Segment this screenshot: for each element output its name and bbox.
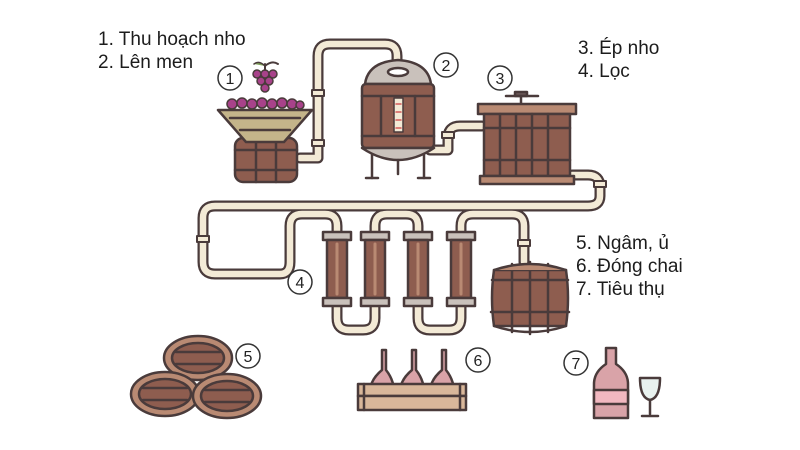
legend-item: 6. Đóng chai <box>576 256 683 277</box>
badge-6: 6 <box>465 347 491 373</box>
badge-1: 1 <box>217 65 243 91</box>
legend-item: 3. Ép nho <box>578 38 660 59</box>
badge-number: 5 <box>244 349 253 366</box>
badge-7: 7 <box>563 350 589 376</box>
pipe-network <box>196 38 607 336</box>
badge-5: 5 <box>235 343 261 369</box>
badge-2: 2 <box>433 52 459 78</box>
legend-item: 5. Ngâm, ủ <box>576 233 669 254</box>
legend-item: 4. Lọc <box>578 61 630 82</box>
badge-number: 6 <box>474 353 483 370</box>
badge-4: 4 <box>287 269 313 295</box>
badge-number: 2 <box>442 58 451 75</box>
wine-press-icon <box>476 90 578 186</box>
legend-item: 1. Thu hoạch nho <box>98 29 246 50</box>
badge-number: 7 <box>572 356 581 373</box>
badge-number: 4 <box>296 275 305 292</box>
badge-3: 3 <box>487 65 513 91</box>
filter-columns-icon <box>321 230 477 308</box>
fermentation-tank-icon <box>360 58 436 180</box>
badge-number: 3 <box>496 71 505 88</box>
legend-item: 2. Lên men <box>98 52 194 73</box>
stacked-barrels-icon <box>129 334 263 420</box>
legend-group-age-bottle-consume: 5. Ngâm, ủ 6. Đóng chai 7. Tiêu thụ <box>576 232 683 301</box>
aging-barrel-icon <box>489 260 571 336</box>
wine-bottle-glass-icon <box>592 346 662 420</box>
bottle-crate-icon <box>356 348 468 412</box>
badge-number: 1 <box>226 71 235 88</box>
grape-hopper-icon <box>216 61 314 184</box>
legend-group-press-filter: 3. Ép nho 4. Lọc <box>578 37 659 83</box>
legend-group-harvest-ferment: 1. Thu hoạch nho 2. Lên men <box>98 28 246 74</box>
legend-item: 7. Tiêu thụ <box>576 279 665 300</box>
